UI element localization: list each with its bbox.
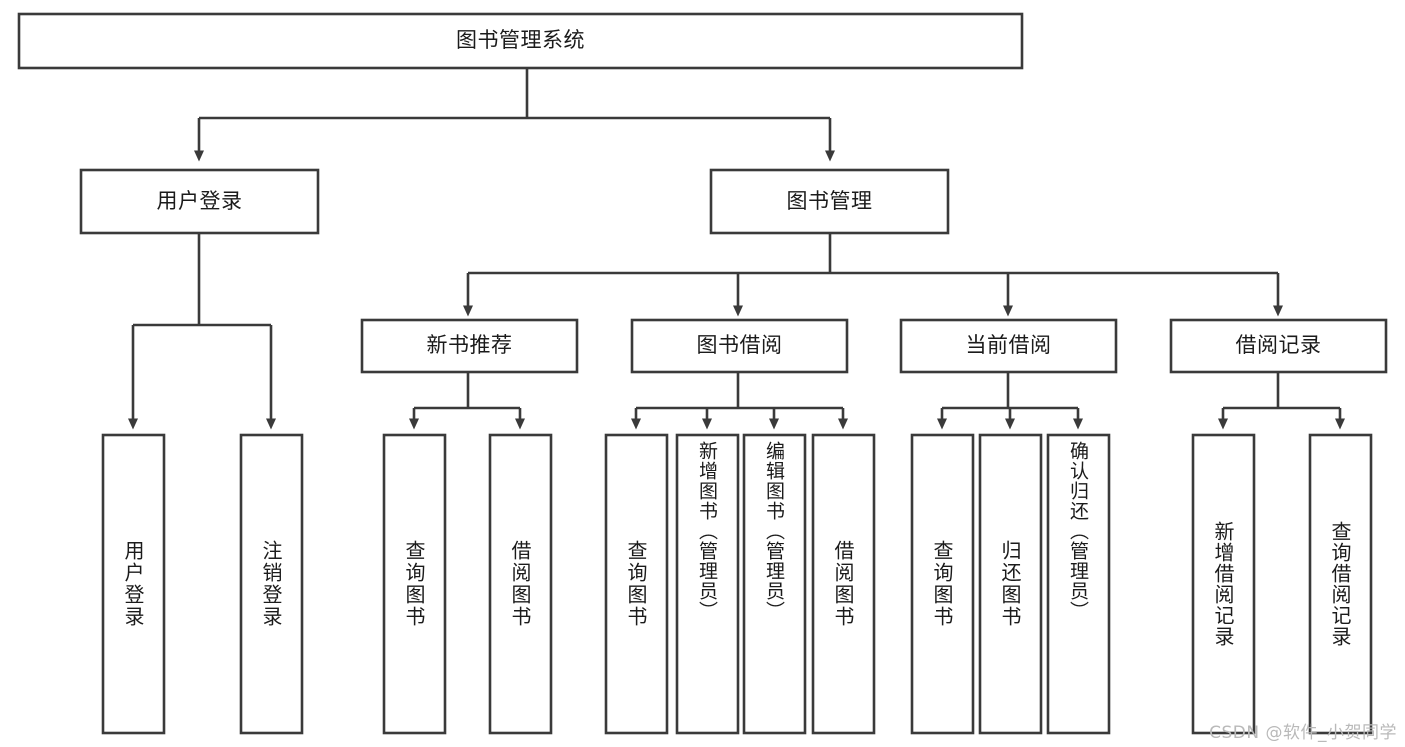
node-leaf-search-book-1-box[interactable] (382, 433, 447, 735)
node-book-mgmt-box[interactable] (709, 168, 950, 235)
node-leaf-add-book-box[interactable] (675, 433, 740, 735)
node-leaf-borrow-book-2-box[interactable] (811, 433, 876, 735)
node-leaf-add-record-box[interactable] (1191, 433, 1256, 735)
node-book-borrow-box[interactable] (630, 318, 849, 374)
node-leaf-logout-box[interactable] (239, 433, 304, 735)
node-user-login-box[interactable] (79, 168, 320, 235)
node-leaf-confirm-return-box[interactable] (1046, 433, 1111, 735)
node-leaf-user-login-box[interactable] (101, 433, 166, 735)
node-leaf-return-book-box[interactable] (978, 433, 1043, 735)
node-leaf-search-book-2-box[interactable] (604, 433, 669, 735)
node-borrow-record-box[interactable] (1169, 318, 1388, 374)
node-leaf-search-record-box[interactable] (1308, 433, 1373, 735)
node-new-book-box[interactable] (360, 318, 579, 374)
csdn-watermark: CSDN @软件_小贺同学 (1209, 723, 1397, 743)
node-leaf-search-book-3-box[interactable] (910, 433, 975, 735)
node-current-borrow-box[interactable] (899, 318, 1118, 374)
node-leaf-edit-book-box[interactable] (742, 433, 807, 735)
node-root-box[interactable] (17, 12, 1024, 70)
node-leaf-borrow-book-1-box[interactable] (488, 433, 553, 735)
